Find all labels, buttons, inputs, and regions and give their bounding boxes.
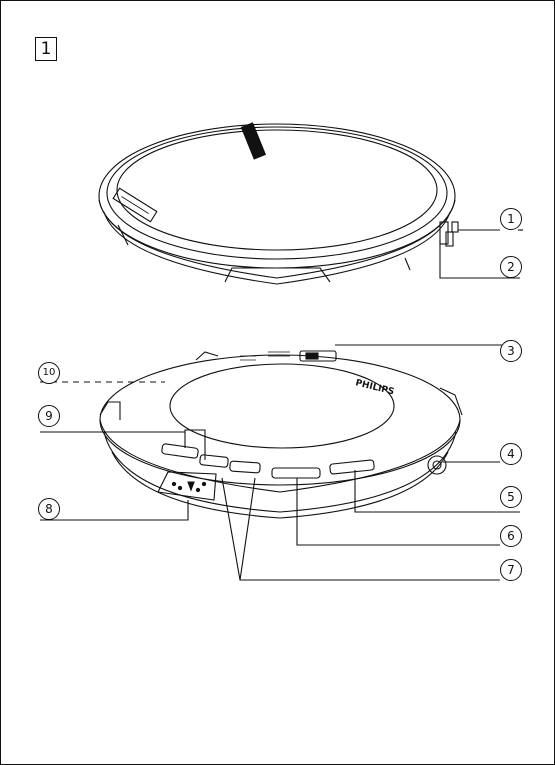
callout-4: 4 bbox=[500, 443, 522, 465]
figure-number: 1 bbox=[35, 37, 57, 61]
leader-9 bbox=[184, 429, 206, 460]
display-panel bbox=[157, 471, 217, 501]
leader-7a bbox=[221, 477, 500, 581]
player-lid-edge bbox=[106, 126, 448, 260]
lid-logo bbox=[240, 122, 267, 160]
leader-5 bbox=[354, 470, 520, 513]
button-volume bbox=[271, 467, 321, 479]
player2-disc-lid bbox=[169, 363, 395, 449]
callout-8: 8 bbox=[38, 498, 60, 520]
player-foot bbox=[224, 267, 331, 283]
callout-9: 9 bbox=[38, 405, 60, 427]
callout-6: 6 bbox=[500, 525, 522, 547]
cd-player-top-view bbox=[98, 122, 523, 285]
button-play bbox=[199, 454, 229, 468]
button-mode bbox=[329, 459, 375, 475]
player2-side bbox=[99, 419, 461, 493]
callout-2: 2 bbox=[500, 256, 522, 278]
button-stop bbox=[161, 443, 199, 459]
callout-1: 1 bbox=[500, 208, 522, 230]
hold-switch bbox=[299, 350, 337, 362]
player-side-wall bbox=[98, 199, 456, 279]
player-outer-rim bbox=[98, 123, 456, 269]
callout-7: 7 bbox=[500, 559, 522, 581]
cd-player-control-view: PHILIPS bbox=[40, 229, 523, 581]
player-lid bbox=[116, 129, 438, 251]
player2-logo: PHILIPS bbox=[354, 378, 395, 397]
callout-5: 5 bbox=[500, 486, 522, 508]
leader-2 bbox=[439, 240, 520, 279]
button-next bbox=[229, 460, 261, 474]
leader-8 bbox=[40, 500, 189, 521]
headphone-jack bbox=[427, 455, 447, 475]
player2-top-rim bbox=[99, 354, 461, 486]
side-jack-2 bbox=[445, 231, 454, 247]
leader-6 bbox=[296, 478, 500, 546]
callout-10: 10 bbox=[38, 362, 60, 384]
callout-3: 3 bbox=[500, 340, 522, 362]
leader-7b bbox=[239, 477, 256, 581]
side-jack-1 bbox=[439, 221, 449, 245]
